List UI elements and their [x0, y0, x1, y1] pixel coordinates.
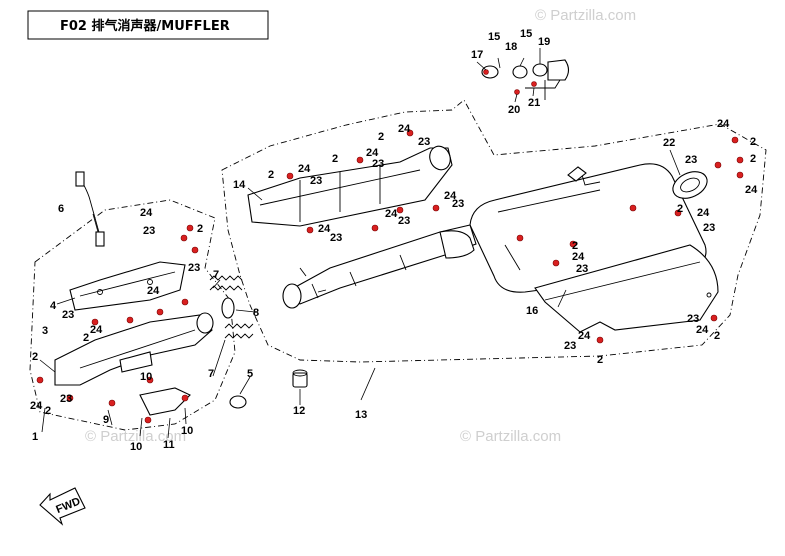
rubber-mount [292, 369, 308, 388]
callout-17: 17 [471, 49, 483, 61]
callout-23: 23 [310, 175, 322, 187]
callout-24: 24 [147, 285, 160, 297]
callout-2: 2 [714, 330, 720, 342]
callout-2: 2 [750, 136, 756, 148]
callout-13: 13 [355, 409, 367, 421]
callout-16: 16 [526, 305, 538, 317]
callout-10: 10 [181, 425, 193, 437]
callout-8: 8 [253, 307, 259, 319]
callout-23: 23 [576, 263, 588, 275]
svg-text:F02 排气消声器/MUFFLER: F02 排气消声器/MUFFLER [60, 18, 230, 34]
callout-2: 2 [332, 153, 338, 165]
callout-2: 2 [378, 131, 384, 143]
watermark-top: © Partzilla.com [535, 7, 636, 24]
callout-24: 24 [697, 207, 710, 219]
seal-ring [229, 395, 247, 409]
callout-23: 23 [564, 340, 576, 352]
callout-24: 24 [398, 123, 411, 135]
callout-2: 2 [83, 332, 89, 344]
watermark-center: © Partzilla.com [460, 428, 561, 445]
callout-23: 23 [62, 309, 74, 321]
watermark-left: © Partzilla.com [85, 428, 186, 445]
callout-24: 24 [30, 400, 43, 412]
forward-direction-arrow: FWD [39, 487, 86, 526]
springs [209, 275, 254, 339]
callout-2: 2 [572, 240, 578, 252]
callout-3: 3 [42, 325, 48, 337]
callout-11: 11 [163, 439, 175, 451]
callout-4: 4 [50, 300, 57, 312]
callout-7: 7 [213, 269, 219, 281]
callout-24: 24 [90, 324, 103, 336]
callout-5: 5 [247, 368, 253, 380]
callout-15: 15 [520, 28, 532, 40]
muffler-heat-shield [247, 145, 453, 227]
callout-24: 24 [140, 207, 153, 219]
muffler-assembly-outline [221, 99, 767, 363]
header-code: F02 [60, 19, 87, 34]
callout-21: 21 [528, 97, 540, 109]
callout-2: 2 [677, 203, 683, 215]
callout-2: 2 [750, 153, 756, 165]
callout-23: 23 [372, 158, 384, 170]
callout-23: 23 [685, 154, 697, 166]
heat-shield [534, 244, 719, 333]
callout-24: 24 [745, 184, 758, 196]
callout-6: 6 [58, 203, 64, 215]
callout-20: 20 [508, 104, 520, 116]
callout-24: 24 [385, 208, 398, 220]
callout-2: 2 [268, 169, 274, 181]
header-title-cn: 排气消声器 [92, 18, 158, 34]
gasket-ring [221, 297, 235, 319]
mounting-bracket [139, 387, 191, 416]
callout-12: 12 [293, 405, 305, 417]
callout-23: 23 [452, 198, 464, 210]
callout-15: 15 [488, 31, 500, 43]
fasteners [36, 69, 744, 424]
callout-9: 9 [103, 414, 109, 426]
header-pipe [54, 312, 214, 386]
callout-24: 24 [696, 324, 709, 336]
callout-10: 10 [130, 441, 142, 453]
callout-23: 23 [398, 215, 410, 227]
callout-24: 24 [318, 223, 331, 235]
callout-23: 23 [60, 393, 72, 405]
callout-24: 24 [444, 190, 457, 202]
callout-22: 22 [663, 137, 675, 149]
hanger-assembly [481, 59, 570, 100]
callout-24: 24 [298, 163, 311, 175]
callout-10: 10 [140, 371, 152, 383]
callout-24: 24 [366, 147, 379, 159]
callout-19: 19 [538, 36, 550, 48]
middle-pipe [282, 224, 477, 309]
callout-2: 2 [197, 223, 203, 235]
callout-23: 23 [703, 222, 715, 234]
callout-23: 23 [143, 225, 155, 237]
callout-14: 14 [233, 179, 246, 191]
callout-2: 2 [32, 351, 38, 363]
header-pipe-assembly-outline [29, 199, 236, 431]
callout-labels: 1 2 2 2 2 2 2 2 2 2 2 2 2 2 3 4 5 6 7 7 … [30, 28, 758, 453]
oxygen-sensor [75, 171, 105, 247]
callout-1: 1 [32, 431, 38, 443]
header-heat-shield [69, 261, 186, 311]
callout-24: 24 [572, 251, 585, 263]
callout-23: 23 [687, 313, 699, 325]
leader-lines [39, 48, 681, 439]
callout-24: 24 [578, 330, 591, 342]
callout-2: 2 [45, 405, 51, 417]
callout-7: 7 [208, 368, 214, 380]
callout-24: 24 [717, 118, 730, 130]
callout-23: 23 [188, 262, 200, 274]
diagram-header: F02 排气消声器/MUFFLER [27, 10, 269, 40]
callout-18: 18 [505, 41, 517, 53]
header-title-en: /MUFFLER [157, 19, 230, 34]
callout-23: 23 [330, 232, 342, 244]
callout-23: 23 [418, 136, 430, 148]
callout-2: 2 [597, 354, 603, 366]
